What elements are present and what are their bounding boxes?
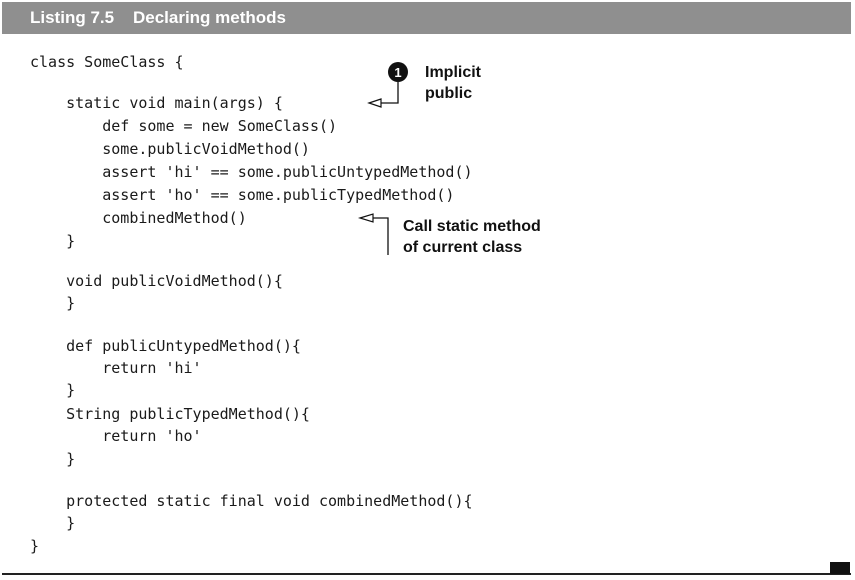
bottom-rule [2, 573, 851, 575]
code-line: assert 'ho' == some.publicTypedMethod() [30, 186, 455, 204]
callout-static-line2: of current class [403, 239, 523, 256]
callout-number: 1 [394, 65, 401, 80]
callout-implicit-line2: public [425, 85, 473, 102]
arrow-left-icon [357, 213, 374, 223]
listing-header: Listing 7.5 Declaring methods [2, 2, 851, 34]
code-line: } [30, 537, 40, 555]
arrow-left-icon [367, 98, 382, 108]
code-line: some.publicVoidMethod() [30, 140, 310, 158]
code-line: } [30, 381, 76, 399]
call-static-pointer [357, 213, 389, 255]
code-line: String publicTypedMethod(){ [30, 405, 310, 423]
code-line: static void main(args) { [30, 94, 283, 112]
code-line: } [30, 514, 76, 532]
code-line: } [30, 450, 76, 468]
code-line: combinedMethod() [30, 209, 247, 227]
callout-implicit-line1: Implicit [425, 64, 482, 81]
callout-number-badge [388, 62, 408, 82]
listing-end-marker [830, 562, 850, 574]
listing-title: Listing 7.5 Declaring methods [30, 8, 286, 27]
callout-static-line1: Call static method [403, 218, 541, 235]
code-line: protected static final void combinedMeth… [30, 492, 473, 510]
implicit-public-pointer: 1 [367, 62, 408, 108]
code-line: def some = new SomeClass() [30, 117, 338, 135]
code-line: } [30, 232, 76, 250]
code-line: class SomeClass { [30, 53, 184, 71]
code-line: def publicUntypedMethod(){ [30, 337, 301, 355]
code-line: } [30, 294, 76, 312]
code-line: return 'ho' [30, 427, 202, 445]
code-line: return 'hi' [30, 359, 202, 377]
code-line: assert 'hi' == some.publicUntypedMethod(… [30, 163, 473, 181]
code-line: void publicVoidMethod(){ [30, 272, 283, 290]
